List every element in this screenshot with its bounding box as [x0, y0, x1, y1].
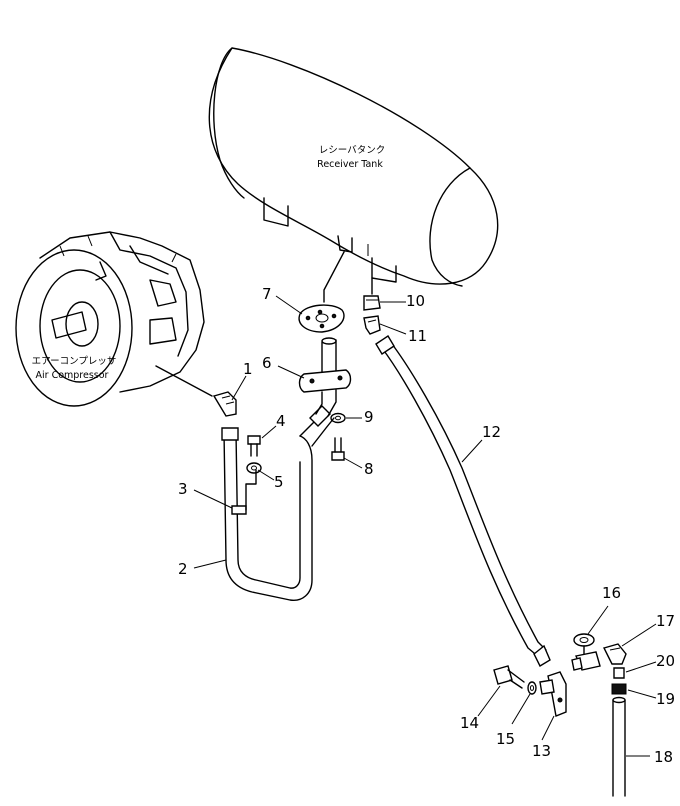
callout-19: 19	[656, 690, 675, 708]
callout-2: 2	[178, 560, 188, 578]
part-17-elbow	[602, 643, 627, 665]
part-1-elbow	[212, 391, 237, 417]
receiver-tank-label-jp: レシーバタンク	[319, 145, 385, 156]
air-compressor	[15, 231, 205, 407]
callout-10: 10	[406, 292, 425, 310]
air-compressor-label-en: Air Compressor	[36, 370, 109, 381]
callout-6: 6	[262, 354, 272, 372]
part-18-tube	[612, 696, 626, 797]
callout-leaders	[193, 295, 657, 757]
callout-16: 16	[602, 584, 621, 602]
callout-7: 7	[262, 285, 272, 303]
part-12-hose	[375, 335, 551, 667]
callout-20: 20	[656, 652, 675, 670]
air-compressor-label-jp: エアーコンプレッサ	[32, 356, 117, 367]
part-10-fitting	[363, 277, 381, 311]
callout-12: 12	[482, 423, 501, 441]
callout-4: 4	[276, 412, 286, 430]
part-14-bolt	[493, 665, 525, 689]
callout-9: 9	[364, 408, 374, 426]
callout-14: 14	[460, 714, 479, 732]
callout-5: 5	[274, 473, 284, 491]
callout-18: 18	[654, 748, 673, 766]
part-19-nut	[611, 683, 627, 695]
receiver-tank-label-en: Receiver Tank	[317, 159, 383, 170]
callout-11: 11	[408, 327, 427, 345]
part-15-washer	[527, 681, 537, 695]
callout-13: 13	[532, 742, 551, 760]
part-2-hose	[221, 405, 335, 601]
part-16-valve	[571, 633, 601, 671]
callout-1: 1	[243, 360, 253, 378]
part-11-elbow	[363, 315, 381, 335]
part-6-pipe-flange	[298, 337, 352, 417]
part-7-gasket	[298, 304, 345, 333]
receiver-tank	[208, 47, 499, 287]
callout-17: 17	[656, 612, 675, 630]
part-9-washer	[330, 412, 346, 424]
callout-3: 3	[178, 480, 188, 498]
part-8-bolt	[331, 437, 345, 461]
part-5-washer	[246, 462, 262, 474]
callout-8: 8	[364, 460, 374, 478]
part-4-bolt	[247, 435, 261, 457]
part-20-nipple	[613, 667, 625, 679]
part-13-bracket	[539, 671, 567, 717]
callout-15: 15	[496, 730, 515, 748]
